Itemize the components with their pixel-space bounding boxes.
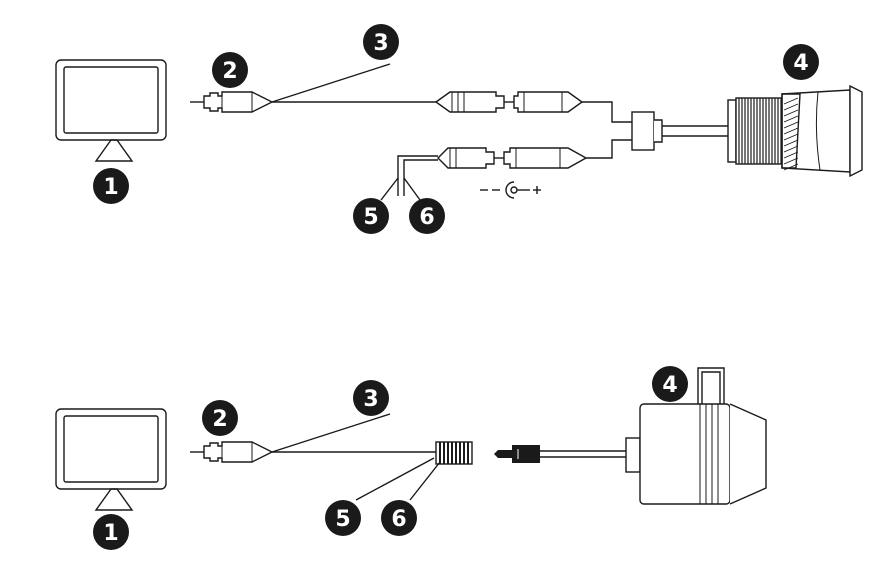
bottom-cable-lead-3 (271, 413, 391, 453)
svg-text:5: 5 (335, 507, 350, 532)
svg-text:2: 2 (212, 407, 227, 432)
bottom-camera (625, 367, 767, 505)
top-video-connector (434, 91, 584, 113)
top-video-wire (582, 101, 632, 123)
svg-text:3: 3 (373, 31, 388, 56)
label-badge-2-bottom: 2 (202, 400, 238, 436)
svg-text:4: 4 (662, 373, 677, 398)
label-badge-5-top: 5 (353, 198, 389, 234)
top-power-wire (586, 139, 632, 159)
top-diagram: 1 2 3 4 5 6 (55, 24, 863, 234)
top-y-splitter (631, 111, 730, 151)
svg-text:1: 1 (103, 521, 118, 546)
svg-text:4: 4 (793, 51, 808, 76)
label-badge-6-top: 6 (409, 198, 445, 234)
label-badge-6-bottom: 6 (381, 500, 417, 536)
svg-text:2: 2 (222, 59, 237, 84)
top-power-connector (397, 147, 588, 196)
top-cable-lead-3 (271, 63, 391, 103)
bottom-monitor (55, 408, 167, 511)
bottom-audio-plug (494, 445, 628, 463)
label-badge-2-top: 2 (212, 52, 248, 88)
svg-text:1: 1 (103, 175, 118, 200)
label-badge-1-top: 1 (93, 168, 129, 204)
label-badge-4-bottom: 4 (652, 366, 688, 402)
svg-text:6: 6 (391, 507, 406, 532)
svg-text:6: 6 (419, 205, 434, 230)
top-rca-plug (190, 91, 274, 113)
top-monitor (55, 59, 167, 162)
label-badge-1-bottom: 1 (93, 514, 129, 550)
bottom-jack-socket (435, 441, 473, 465)
label-badge-4-top: 4 (783, 44, 819, 80)
bottom-diagram: 1 2 3 4 5 6 (55, 366, 767, 550)
svg-text:3: 3 (363, 387, 378, 412)
bottom-rca-plug (190, 441, 274, 463)
label-badge-3-bottom: 3 (353, 380, 389, 416)
label-badge-3-top: 3 (363, 24, 399, 60)
svg-text:5: 5 (363, 205, 378, 230)
label-badge-5-bottom: 5 (325, 500, 361, 536)
top-camera (727, 84, 863, 178)
top-power-polarity-symbol (480, 181, 541, 199)
